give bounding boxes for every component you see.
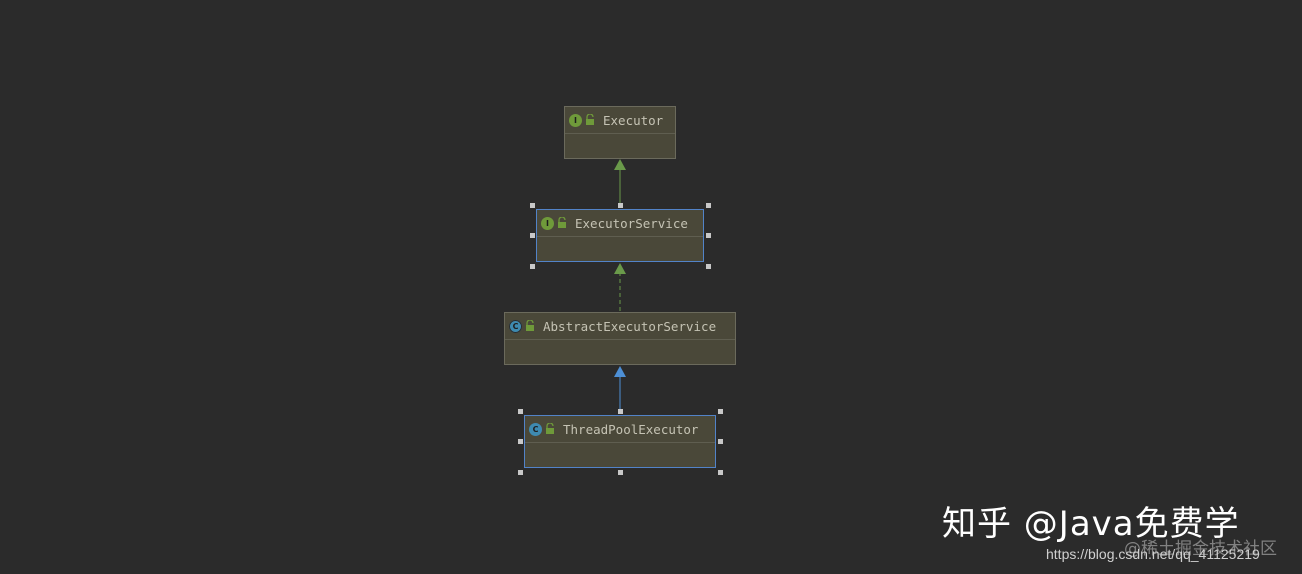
node-label: Executor [603, 112, 664, 128]
resize-handle-ne[interactable] [718, 409, 723, 414]
resize-handle-nw[interactable] [530, 203, 535, 208]
node-header: I Executor [565, 107, 675, 134]
resize-handle-e[interactable] [706, 233, 711, 238]
node-header: C ThreadPoolExecutor [525, 416, 715, 443]
abstract-class-icon: C [509, 319, 522, 333]
resize-handle-ne[interactable] [706, 203, 711, 208]
unlock-icon [526, 320, 534, 331]
resize-handle-n[interactable] [618, 409, 623, 414]
node-label: AbstractExecutorService [543, 318, 717, 334]
unlock-icon [558, 217, 566, 228]
class-node-threadpoolexecutor[interactable]: C ThreadPoolExecutor [524, 415, 716, 468]
resize-handle-se[interactable] [718, 470, 723, 475]
node-label: ExecutorService [575, 215, 688, 231]
edge-executorservice-to-executor[interactable] [614, 159, 626, 207]
resize-handle-sw[interactable] [518, 470, 523, 475]
csdn-url-watermark: https://blog.csdn.net/qq_41125219 [1046, 546, 1260, 562]
edge-arrowhead [614, 263, 626, 274]
class-node-executorservice[interactable]: I ExecutorService [536, 209, 704, 262]
node-label: ThreadPoolExecutor [563, 421, 699, 437]
node-header: C AbstractExecutorService [505, 313, 735, 340]
class-icon: C [529, 422, 542, 436]
edge-arrowhead [614, 159, 626, 170]
resize-handle-se[interactable] [706, 264, 711, 269]
resize-handle-w[interactable] [530, 233, 535, 238]
resize-handle-e[interactable] [718, 439, 723, 444]
unlock-icon [586, 114, 594, 125]
resize-handle-nw[interactable] [518, 409, 523, 414]
interface-icon: I [541, 216, 554, 230]
edge-abstract-to-executorservice[interactable] [614, 263, 626, 311]
unlock-icon [546, 423, 554, 434]
interface-icon: I [569, 113, 582, 127]
resize-handle-sw[interactable] [530, 264, 535, 269]
zhihu-watermark: 知乎 @Java免费学 [942, 504, 1240, 544]
edge-threadpool-to-abstract[interactable] [614, 366, 626, 414]
resize-handle-n[interactable] [618, 203, 623, 208]
resize-handle-w[interactable] [518, 439, 523, 444]
resize-handle-s[interactable] [618, 470, 623, 475]
class-node-executor[interactable]: I Executor [564, 106, 676, 159]
node-header: I ExecutorService [537, 210, 703, 237]
edge-arrowhead [614, 366, 626, 377]
juejin-watermark: @稀土掘金技术社区 [1124, 539, 1277, 559]
class-node-abstractexecutorservice[interactable]: C AbstractExecutorService [504, 312, 736, 365]
